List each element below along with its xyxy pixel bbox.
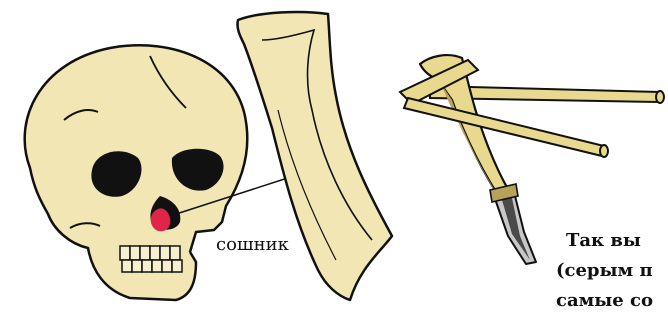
skull-illustration	[25, 45, 248, 300]
vomer-bone-shape	[237, 12, 392, 300]
caption-line-1: Так вы	[566, 230, 641, 251]
caption-block: Так вы (серым п самые со	[556, 230, 653, 311]
vomer-bone-illustration	[237, 12, 392, 300]
skull-teeth	[120, 246, 182, 272]
tool-stick-back-end	[656, 91, 664, 103]
caption-line-3: самые со	[556, 290, 653, 311]
tool-stick-front-end	[600, 145, 608, 157]
caption-line-2: (серым п	[556, 260, 653, 281]
vomer-label: сошник	[216, 234, 290, 255]
tool-stick-front	[404, 98, 604, 156]
